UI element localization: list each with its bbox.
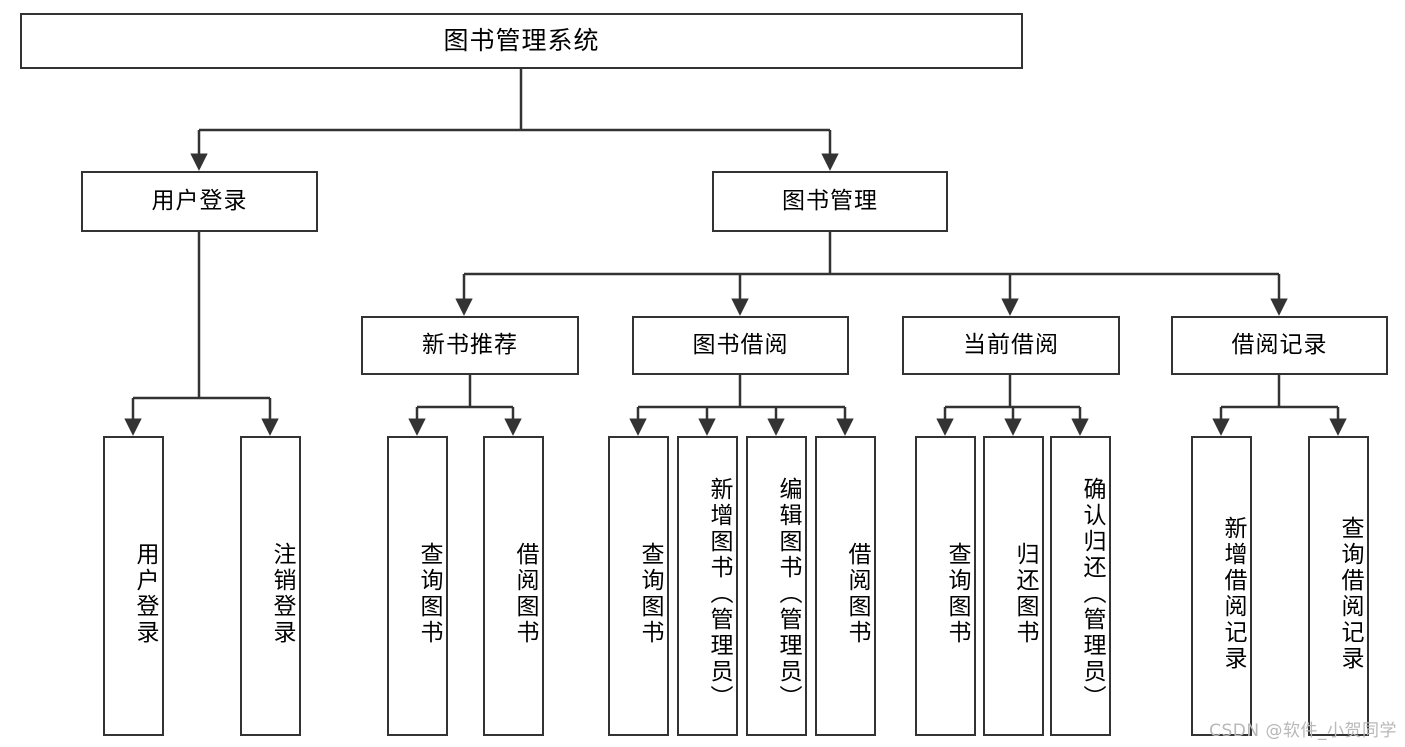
- node-book-borrow[interactable]: 图书借阅: [632, 316, 849, 375]
- node-root[interactable]: 图书管理系统: [20, 13, 1023, 69]
- node-leaf-confirm-return-label: 确认归还（管理员）: [1079, 477, 1105, 711]
- node-new-book-rec-label: 新书推荐: [422, 331, 518, 358]
- node-user-login[interactable]: 用户登录: [81, 171, 318, 232]
- node-book-manage-label: 图书管理: [782, 187, 878, 214]
- node-leaf-query-record-label: 查询借阅记录: [1337, 516, 1363, 672]
- node-leaf-borrow-book-2-label: 借阅图书: [844, 542, 870, 646]
- node-leaf-query-book-2-label: 查询图书: [637, 542, 663, 646]
- node-current-borrow-label: 当前借阅: [963, 331, 1059, 358]
- node-leaf-return-book-label: 归还图书: [1012, 542, 1038, 646]
- node-leaf-edit-book-label: 编辑图书（管理员）: [775, 477, 801, 711]
- watermark: CSDN @软件_小贺同学: [1209, 721, 1397, 741]
- node-leaf-add-book[interactable]: 新增图书（管理员）: [677, 436, 738, 736]
- node-leaf-user-login-label: 用户登录: [132, 542, 158, 646]
- node-book-manage[interactable]: 图书管理: [712, 171, 948, 232]
- node-leaf-add-book-label: 新增图书（管理员）: [706, 477, 732, 711]
- node-leaf-query-book-2[interactable]: 查询图书: [608, 436, 669, 736]
- node-user-login-label: 用户登录: [151, 187, 248, 214]
- node-leaf-query-book-3-label: 查询图书: [944, 542, 970, 646]
- node-root-label: 图书管理系统: [443, 26, 600, 55]
- node-leaf-query-book-1[interactable]: 查询图书: [387, 436, 448, 736]
- node-leaf-add-record[interactable]: 新增借阅记录: [1191, 436, 1252, 736]
- node-leaf-confirm-return[interactable]: 确认归还（管理员）: [1050, 436, 1111, 736]
- node-leaf-user-logout[interactable]: 注销登录: [240, 436, 301, 736]
- node-leaf-borrow-book-2[interactable]: 借阅图书: [815, 436, 876, 736]
- node-current-borrow[interactable]: 当前借阅: [902, 316, 1120, 375]
- node-leaf-query-book-1-label: 查询图书: [416, 542, 442, 646]
- node-borrow-record[interactable]: 借阅记录: [1171, 316, 1388, 375]
- node-leaf-borrow-book-1[interactable]: 借阅图书: [483, 436, 544, 736]
- node-leaf-query-book-3[interactable]: 查询图书: [915, 436, 976, 736]
- node-leaf-query-record[interactable]: 查询借阅记录: [1308, 436, 1369, 736]
- node-leaf-user-logout-label: 注销登录: [269, 542, 295, 646]
- node-book-borrow-label: 图书借阅: [692, 331, 789, 358]
- node-borrow-record-label: 借阅记录: [1231, 331, 1328, 358]
- node-leaf-edit-book[interactable]: 编辑图书（管理员）: [746, 436, 807, 736]
- node-new-book-rec[interactable]: 新书推荐: [361, 316, 579, 375]
- node-leaf-return-book[interactable]: 归还图书: [983, 436, 1044, 736]
- node-leaf-add-record-label: 新增借阅记录: [1220, 516, 1246, 672]
- node-leaf-borrow-book-1-label: 借阅图书: [512, 542, 538, 646]
- node-leaf-user-login[interactable]: 用户登录: [103, 436, 164, 736]
